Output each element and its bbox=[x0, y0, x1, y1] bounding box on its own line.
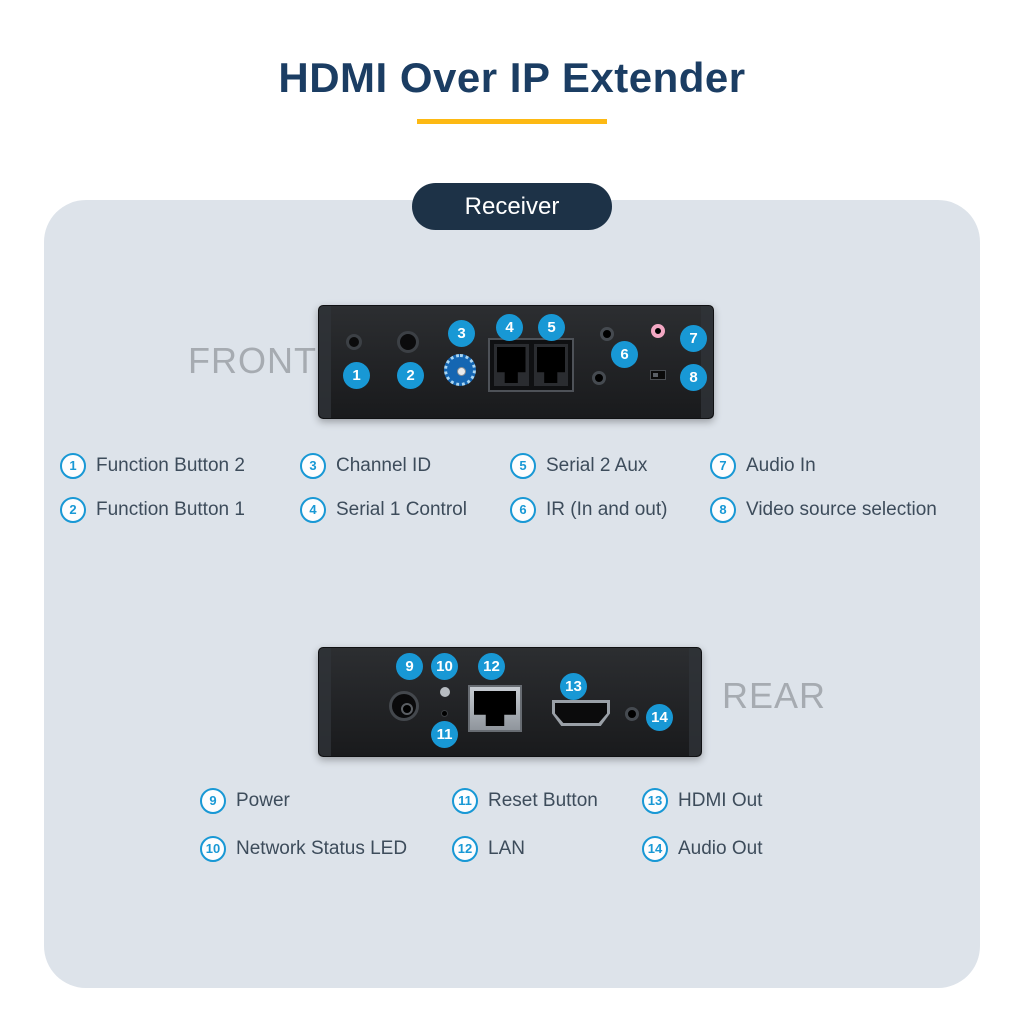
rear-device-image bbox=[318, 647, 702, 757]
front-legend-col-2: 3 Channel ID 4 Serial 1 Control bbox=[300, 452, 467, 523]
power-jack bbox=[389, 691, 419, 721]
legend-num-10: 10 bbox=[200, 835, 226, 862]
legend-item-3: 3 Channel ID bbox=[300, 452, 467, 479]
function-button-2 bbox=[346, 334, 362, 350]
legend-num-3: 3 bbox=[300, 452, 326, 479]
legend-label-8: Video source selection bbox=[746, 498, 937, 520]
legend-label-4: Serial 1 Control bbox=[336, 498, 467, 520]
title-underline bbox=[417, 119, 607, 124]
legend-item-2: 2 Function Button 1 bbox=[60, 496, 245, 523]
legend-item-5: 5 Serial 2 Aux bbox=[510, 452, 667, 479]
legend-label-10: Network Status LED bbox=[236, 837, 408, 859]
serial-2-port bbox=[533, 344, 568, 386]
rear-legend-col-1: 9 Power 10 Network Status LED bbox=[200, 787, 407, 862]
legend-label-9: Power bbox=[236, 789, 290, 811]
rj45-port-icon bbox=[474, 691, 516, 726]
legend-label-12: LAN bbox=[488, 837, 525, 859]
callout-9: 9 bbox=[396, 653, 423, 680]
ir-jack-top bbox=[600, 327, 614, 341]
legend-num-13: 13 bbox=[642, 787, 668, 814]
callout-11: 11 bbox=[431, 721, 458, 748]
hdmi-port-icon bbox=[555, 703, 607, 723]
legend-item-10: 10 Network Status LED bbox=[200, 835, 407, 862]
legend-num-12: 12 bbox=[452, 835, 478, 862]
hdmi-out-port bbox=[552, 700, 610, 726]
legend-num-6: 6 bbox=[510, 496, 536, 523]
rear-label: REAR bbox=[722, 675, 827, 716]
audio-out-jack bbox=[625, 707, 639, 721]
receiver-badge: Receiver bbox=[412, 183, 612, 230]
callout-12: 12 bbox=[478, 653, 505, 680]
callout-3: 3 bbox=[448, 320, 475, 347]
legend-num-5: 5 bbox=[510, 452, 536, 479]
rear-legend-col-3: 13 HDMI Out 14 Audio Out bbox=[642, 787, 763, 862]
front-left-flange bbox=[319, 306, 331, 418]
network-status-led bbox=[440, 687, 450, 697]
legend-item-8: 8 Video source selection bbox=[710, 496, 937, 523]
power-pin-icon bbox=[401, 703, 413, 715]
audio-in-jack bbox=[651, 324, 665, 338]
legend-num-14: 14 bbox=[642, 835, 668, 862]
legend-num-4: 4 bbox=[300, 496, 326, 523]
legend-label-2: Function Button 1 bbox=[96, 498, 245, 520]
rj45-port-icon bbox=[497, 347, 526, 383]
front-legend-col-3: 5 Serial 2 Aux 6 IR (In and out) bbox=[510, 452, 667, 523]
legend-label-6: IR (In and out) bbox=[546, 498, 668, 520]
function-button-1 bbox=[397, 331, 419, 353]
legend-item-14: 14 Audio Out bbox=[642, 835, 763, 862]
reset-button-hole bbox=[441, 710, 448, 717]
legend-label-14: Audio Out bbox=[678, 837, 763, 859]
legend-label-13: HDMI Out bbox=[678, 789, 763, 811]
callout-7: 7 bbox=[680, 325, 707, 352]
callout-2: 2 bbox=[397, 362, 424, 389]
legend-num-7: 7 bbox=[710, 452, 736, 479]
legend-num-9: 9 bbox=[200, 787, 226, 814]
legend-label-1: Function Button 2 bbox=[96, 454, 245, 476]
legend-item-9: 9 Power bbox=[200, 787, 407, 814]
legend-num-2: 2 bbox=[60, 496, 86, 523]
rotary-screw-icon bbox=[457, 367, 466, 376]
legend-item-12: 12 LAN bbox=[452, 835, 598, 862]
lan-port bbox=[468, 685, 522, 732]
rj45-port-icon bbox=[536, 347, 565, 383]
legend-item-6: 6 IR (In and out) bbox=[510, 496, 667, 523]
legend-label-7: Audio In bbox=[746, 454, 816, 476]
callout-10: 10 bbox=[431, 653, 458, 680]
callout-4: 4 bbox=[496, 314, 523, 341]
rear-left-flange bbox=[319, 648, 331, 756]
legend-label-11: Reset Button bbox=[488, 789, 598, 811]
legend-label-5: Serial 2 Aux bbox=[546, 454, 648, 476]
front-right-flange bbox=[701, 306, 713, 418]
legend-item-4: 4 Serial 1 Control bbox=[300, 496, 467, 523]
legend-item-7: 7 Audio In bbox=[710, 452, 937, 479]
front-legend-col-1: 1 Function Button 2 2 Function Button 1 bbox=[60, 452, 245, 523]
rear-legend-col-2: 11 Reset Button 12 LAN bbox=[452, 787, 598, 862]
legend-num-8: 8 bbox=[710, 496, 736, 523]
ir-jack-bottom bbox=[592, 371, 606, 385]
callout-5: 5 bbox=[538, 314, 565, 341]
legend-item-1: 1 Function Button 2 bbox=[60, 452, 245, 479]
switch-knob-icon bbox=[653, 373, 658, 377]
callout-14: 14 bbox=[646, 704, 673, 731]
callout-6: 6 bbox=[611, 341, 638, 368]
serial-ports-block bbox=[488, 338, 574, 392]
front-label: FRONT bbox=[188, 340, 317, 381]
callout-13: 13 bbox=[560, 673, 587, 700]
legend-label-3: Channel ID bbox=[336, 454, 432, 476]
page-title: HDMI Over IP Extender bbox=[278, 54, 746, 101]
legend-num-11: 11 bbox=[452, 787, 478, 814]
channel-id-rotary bbox=[444, 354, 476, 386]
legend-item-11: 11 Reset Button bbox=[452, 787, 598, 814]
serial-1-port bbox=[494, 344, 529, 386]
callout-1: 1 bbox=[343, 362, 370, 389]
legend-num-1: 1 bbox=[60, 452, 86, 479]
callout-8: 8 bbox=[680, 364, 707, 391]
legend-item-13: 13 HDMI Out bbox=[642, 787, 763, 814]
video-source-switch bbox=[650, 370, 666, 380]
rear-right-flange bbox=[689, 648, 701, 756]
front-legend-col-4: 7 Audio In 8 Video source selection bbox=[710, 452, 937, 523]
